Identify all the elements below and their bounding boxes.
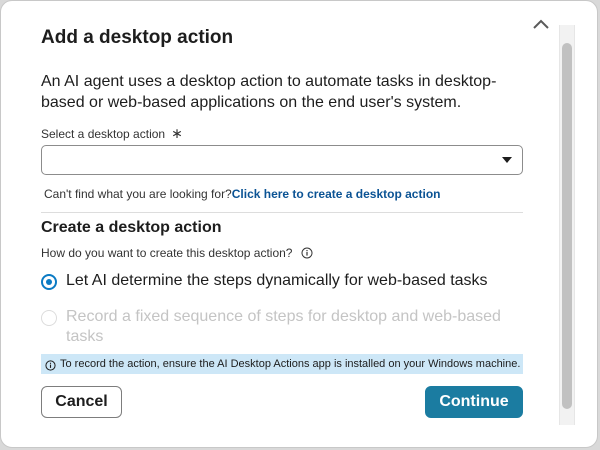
scrollbar-thumb[interactable] [562, 43, 572, 409]
dialog-scrollbar[interactable] [559, 25, 575, 425]
caret-down-icon [502, 157, 512, 163]
info-icon [45, 358, 56, 378]
create-desktop-action-link[interactable]: Click here to create a desktop action [231, 187, 441, 201]
info-banner: To record the action, ensure the AI Desk… [41, 354, 523, 374]
info-banner-text: To record the action, ensure the AI Desk… [60, 358, 521, 370]
cancel-button[interactable]: Cancel [41, 386, 122, 418]
radio-record-sequence [41, 310, 57, 326]
helper-line: Can't find what you are looking for?Clic… [44, 187, 440, 201]
creation-method-question: How do you want to create this desktop a… [41, 246, 313, 262]
continue-button[interactable]: Continue [425, 386, 523, 418]
dialog-description: An AI agent uses a desktop action to aut… [41, 73, 497, 111]
helper-text: Can't find what you are looking for? [44, 187, 232, 201]
desktop-action-select[interactable] [41, 145, 523, 175]
required-asterisk-icon: ∗ [171, 125, 183, 141]
close-icon[interactable] [529, 17, 553, 31]
radio-ai-dynamic[interactable] [41, 274, 57, 290]
option-ai-dynamic-label: Let AI determine the steps dynamically f… [66, 272, 488, 289]
select-label-text: Select a desktop action [41, 127, 166, 141]
dialog-title: Add a desktop action [41, 27, 234, 48]
info-icon[interactable] [301, 247, 313, 262]
question-text: How do you want to create this desktop a… [41, 246, 293, 260]
option-record-sequence-label: Record a fixed sequence of steps for des… [66, 308, 501, 345]
section-divider [41, 212, 523, 213]
create-section-title: Create a desktop action [41, 219, 222, 236]
select-desktop-action-label: Select a desktop action ∗ [41, 125, 183, 142]
